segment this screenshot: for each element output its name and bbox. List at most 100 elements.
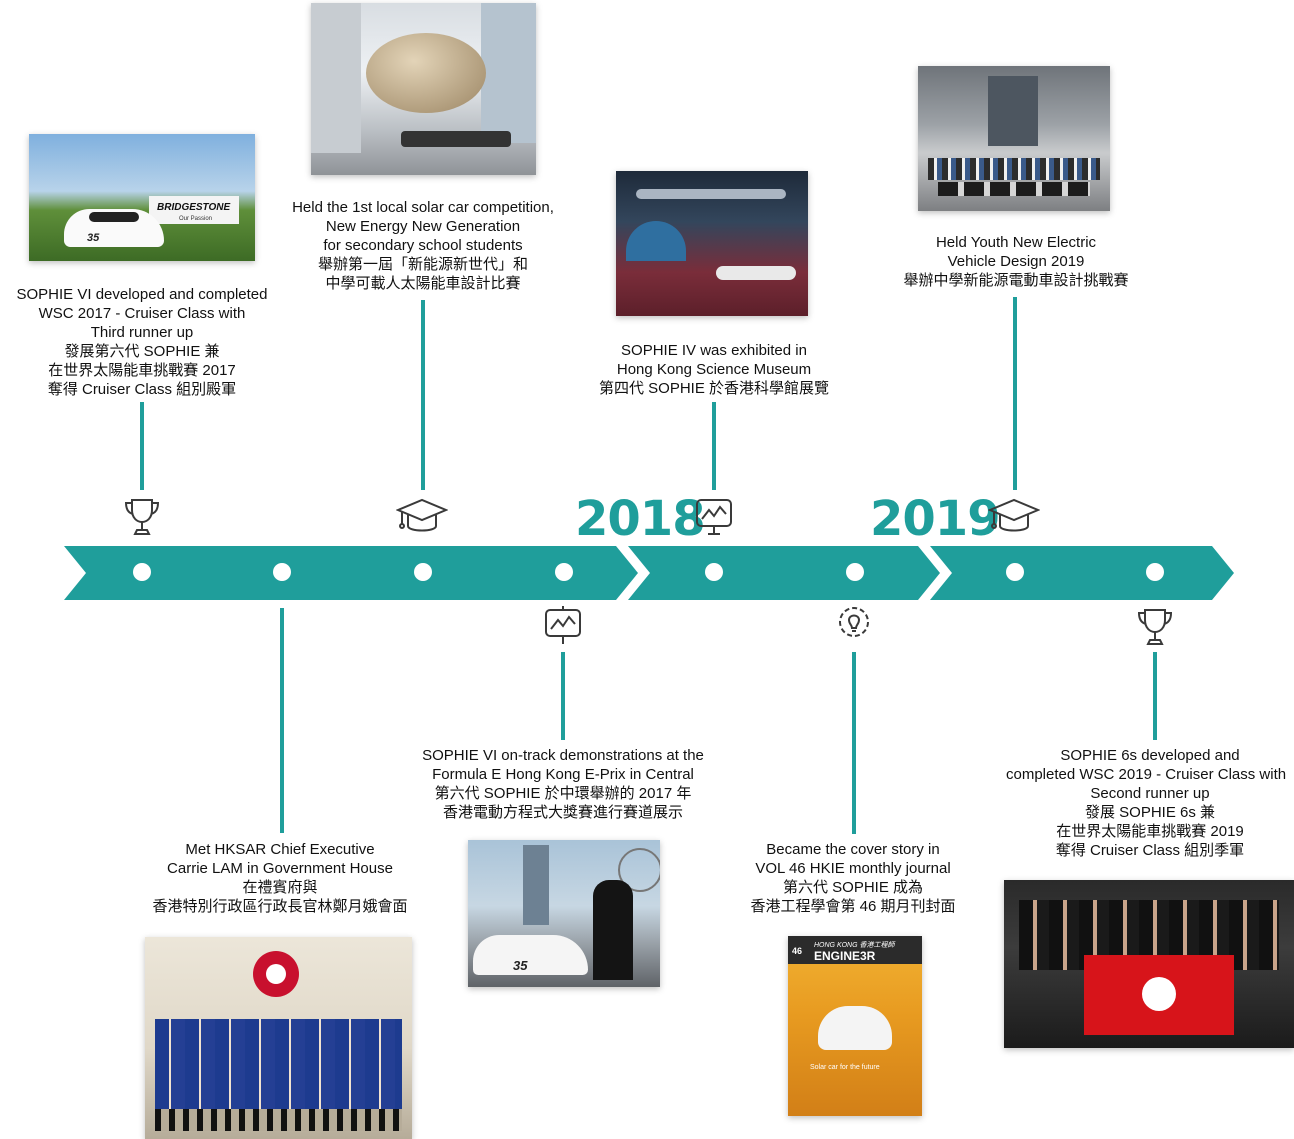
connector-line <box>421 300 425 490</box>
journal-volume: 46 <box>792 946 803 956</box>
presentation-icon <box>541 604 585 648</box>
caption-wsc2019: SOPHIE 6s developed and completed WSC 20… <box>1006 746 1294 860</box>
solar-car <box>716 266 796 280</box>
photo-wsc2017-solar-car: BRIDGESTONE Our Passion 35 <box>29 134 255 261</box>
ferris-wheel <box>618 848 660 892</box>
exhibit-arch <box>626 221 686 261</box>
group-of-people <box>155 1019 402 1109</box>
photo-hkie-journal-cover: 46 HONG KONG 香港工程師 ENGINE3R Solar car fo… <box>788 936 922 1116</box>
building-atrium <box>988 76 1038 146</box>
photo-formula-e-demo: 35 <box>468 840 660 987</box>
suspended-aircraft <box>636 189 786 199</box>
caption-line: 在禮賓府與 <box>242 879 318 896</box>
connector-line <box>1013 297 1017 490</box>
skyscraper <box>523 845 549 925</box>
timeline-arrow-segment-2 <box>628 546 940 600</box>
caption-line: 第四代 SOPHIE 於香港科學館展覽 <box>598 380 830 397</box>
presentation-icon <box>692 494 736 538</box>
graduation-cap-icon <box>987 494 1041 538</box>
car-number: 35 <box>513 958 528 973</box>
caption-line: 舉辦中學新能源電動車設計挑戰賽 <box>903 272 1129 289</box>
solar-car <box>818 1006 892 1050</box>
caption-competition: Held the 1st local solar car competition… <box>273 198 573 293</box>
connector-line <box>280 608 284 833</box>
timeline-dot <box>846 563 864 581</box>
caption-line: WSC 2017 - Cruiser Class with <box>38 305 246 322</box>
caption-line: 發展 SOPHIE 6s 兼 <box>1084 804 1216 821</box>
car-number: 35 <box>87 232 100 244</box>
connector-line <box>712 402 716 490</box>
vehicle-row <box>938 182 1090 196</box>
journal-title: ENGINE3R <box>814 949 876 963</box>
caption-line: completed WSC 2019 - Cruiser Class with <box>1006 766 1287 783</box>
solar-car <box>473 935 588 975</box>
timeline-dot <box>133 563 151 581</box>
caption-line: 香港電動方程式大獎賽進行賽道展示 <box>442 804 683 821</box>
connector-line <box>852 652 856 834</box>
egg-shaped-building <box>366 33 486 113</box>
caption-line: 香港特別行政區行政長官林鄭月娥會面 <box>152 898 408 915</box>
journal-tagline: Solar car for the future <box>810 1064 880 1071</box>
caption-line: SOPHIE 6s developed and <box>1060 747 1240 764</box>
caption-line: 香港工程學會第 46 期月刊封面 <box>750 898 956 915</box>
caption-line: 發展第六代 SOPHIE 兼 <box>64 343 220 360</box>
caption-line: 中學可載人太陽能車設計比賽 <box>325 275 521 292</box>
solar-car-canopy <box>89 212 139 222</box>
caption-line: Third runner up <box>90 324 194 341</box>
photo-youth-group <box>918 66 1110 211</box>
crowd <box>928 158 1100 180</box>
sponsor-banner-text: BRIDGESTONE <box>157 202 231 213</box>
year-2019-label: 2019 <box>870 491 1001 547</box>
photo-science-museum <box>616 171 808 316</box>
caption-line: Became the cover story in <box>766 841 940 858</box>
caption-youth: Held Youth New Electric Vehicle Design 2… <box>886 233 1146 290</box>
year-2018-label: 2018 <box>575 491 706 547</box>
caption-line: New Energy New Generation <box>325 218 521 235</box>
bauhinia-emblem <box>1142 977 1176 1011</box>
caption-line: 第六代 SOPHIE 於中環舉辦的 2017 年 <box>434 785 692 802</box>
building-right <box>481 3 536 143</box>
timeline-dot <box>414 563 432 581</box>
caption-line: Held Youth New Electric <box>935 234 1097 251</box>
timeline-arrow-segment-3 <box>930 546 1234 600</box>
photo-wsc2019-team <box>1004 880 1294 1048</box>
building-left <box>311 3 361 153</box>
caption-line: SOPHIE VI on-track demonstrations at the <box>422 747 704 764</box>
caption-line: Held the 1st local solar car competition… <box>292 199 554 216</box>
sponsor-banner-subtext: Our Passion <box>179 216 213 222</box>
journal-header <box>788 936 922 964</box>
caption-line: 在世界太陽能車挑戰賽 2017 <box>48 362 236 379</box>
caption-line: SOPHIE VI developed and completed <box>16 286 268 303</box>
people-legs <box>155 1109 402 1131</box>
connector-line <box>1153 652 1157 740</box>
caption-line: Formula E Hong Kong E-Prix in Central <box>432 766 694 783</box>
caption-line: VOL 46 HKIE monthly journal <box>755 860 951 877</box>
caption-line: Met HKSAR Chief Executive <box>185 841 375 858</box>
timeline-dot <box>1006 563 1024 581</box>
caption-eprix: SOPHIE VI on-track demonstrations at the… <box>408 746 718 822</box>
person <box>593 880 633 980</box>
caption-museum: SOPHIE IV was exhibited in Hong Kong Sci… <box>584 341 844 398</box>
timeline-dot <box>555 563 573 581</box>
caption-hkie: Became the cover story in VOL 46 HKIE mo… <box>728 840 978 916</box>
trophy-icon <box>120 494 164 538</box>
timeline-dot <box>273 563 291 581</box>
caption-line: 第六代 SOPHIE 成為 <box>782 879 924 896</box>
caption-wsc2017: SOPHIE VI developed and completed WSC 20… <box>2 285 282 399</box>
sponsor-banner <box>149 196 239 224</box>
caption-line: 在世界太陽能車挑戰賽 2019 <box>1056 823 1244 840</box>
caption-line: Second runner up <box>1090 785 1210 802</box>
caption-line: Vehicle Design 2019 <box>947 253 1085 270</box>
caption-line: 舉辦第一屆「新能源新世代」和 <box>317 256 528 273</box>
connector-line <box>561 652 565 740</box>
timeline-arrow-segment-1 <box>64 546 638 600</box>
connector-line <box>140 402 144 490</box>
timeline-dot <box>705 563 723 581</box>
lightbulb-gear-icon <box>832 600 876 644</box>
caption-line: 奪得 Cruiser Class 組別殿軍 <box>47 381 237 398</box>
solar-car <box>401 131 511 147</box>
timeline-dot <box>1146 563 1164 581</box>
caption-line: for secondary school students <box>323 237 523 254</box>
caption-line: Carrie LAM in Government House <box>167 860 393 877</box>
